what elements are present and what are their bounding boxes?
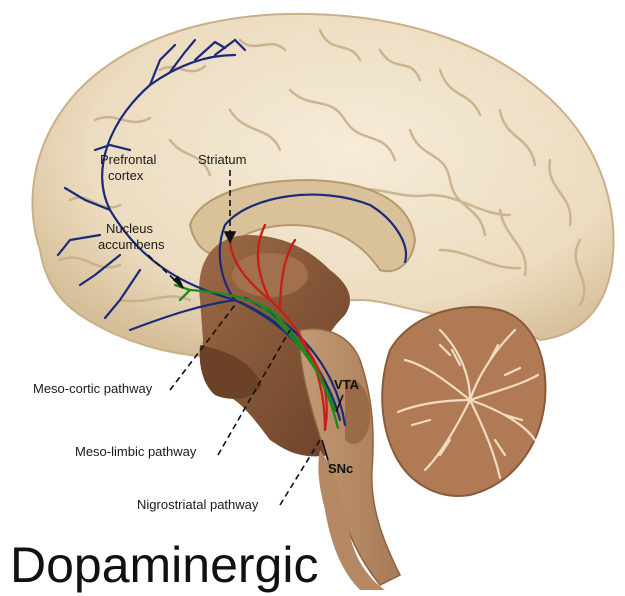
label-prefrontal-line1: Prefrontal (100, 152, 156, 168)
label-nigrostriatal-pathway: Nigrostriatal pathway (137, 497, 258, 513)
label-snc: SNc (328, 461, 353, 477)
caption-title: Dopaminergic (10, 535, 318, 595)
cerebellum (382, 307, 545, 496)
label-nucleus-accumbens: Nucleus accumbens (98, 221, 164, 253)
label-prefrontal-cortex: Prefrontal cortex (100, 152, 156, 184)
label-striatum: Striatum (198, 152, 246, 168)
label-nucleus-line1: Nucleus (98, 221, 164, 237)
label-nucleus-line2: accumbens (98, 237, 164, 253)
label-mesolimbic-pathway: Meso-limbic pathway (75, 444, 196, 460)
label-mesocortic-pathway: Meso-cortic pathway (33, 381, 152, 397)
label-vta: VTA (334, 377, 359, 393)
label-prefrontal-line2: cortex (100, 168, 156, 184)
